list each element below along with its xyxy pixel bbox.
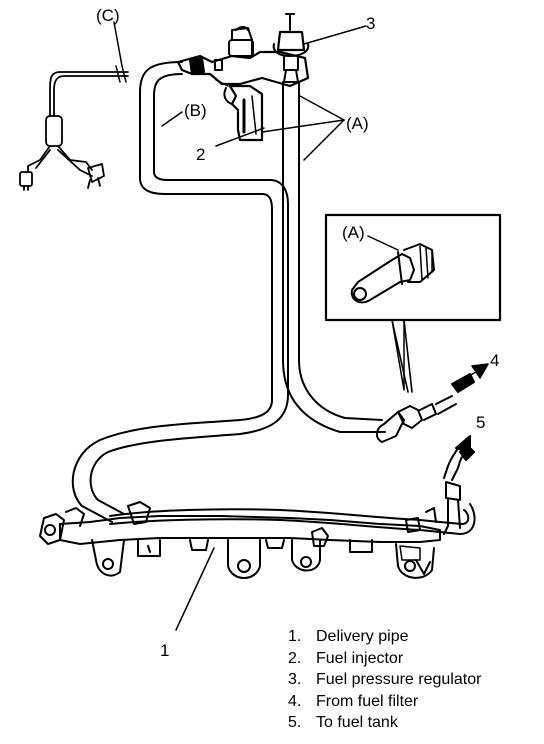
callout-a-top: (A) bbox=[346, 114, 369, 133]
fuel-pressure-regulator bbox=[272, 13, 310, 83]
legend-item: 3. Fuel pressure regulator bbox=[288, 669, 481, 691]
callout-5: 5 bbox=[476, 413, 486, 432]
legend-item-label: Fuel injector bbox=[316, 649, 404, 667]
inset-detail bbox=[324, 213, 502, 393]
callout-2: 2 bbox=[196, 145, 206, 164]
legend-item-label: Fuel pressure regulator bbox=[316, 671, 482, 688]
fuel-injector bbox=[215, 79, 264, 142]
callout-a-inset: (A) bbox=[342, 223, 365, 242]
inlet-fitting bbox=[376, 363, 489, 443]
legend-item: 4. From fuel filter bbox=[288, 691, 481, 713]
legend-item-number: 3. bbox=[288, 671, 302, 688]
throttle-body-assembly bbox=[176, 26, 310, 88]
callout-1: 1 bbox=[160, 641, 170, 660]
legend-item-number: 1. bbox=[288, 628, 302, 645]
wire-harness bbox=[19, 65, 129, 191]
return-hose bbox=[282, 81, 386, 433]
leader-lines bbox=[113, 21, 367, 631]
legend-item-number: 2. bbox=[288, 649, 302, 667]
legend-item-label: To fuel tank bbox=[316, 714, 398, 731]
legend-item: 5. To fuel tank bbox=[288, 712, 481, 734]
legend-item-label: From fuel filter bbox=[316, 692, 419, 710]
callout-4: 4 bbox=[490, 351, 500, 370]
legend-item-number: 4. bbox=[288, 692, 302, 710]
return-outlet bbox=[443, 435, 475, 535]
callout-c: (C) bbox=[96, 6, 120, 25]
callout-3: 3 bbox=[366, 14, 376, 33]
legend-item-label: Delivery pipe bbox=[316, 628, 409, 645]
feed-hose bbox=[71, 61, 289, 523]
parts-legend: 1. Delivery pipe 2. Fuel injector 3. Fue… bbox=[288, 626, 481, 734]
legend-item: 2. Fuel injector bbox=[288, 648, 481, 670]
legend-item-number: 5. bbox=[288, 714, 302, 731]
callout-b: (B) bbox=[184, 101, 207, 120]
delivery-pipe-assembly bbox=[39, 501, 476, 579]
legend-item: 1. Delivery pipe bbox=[288, 626, 481, 648]
